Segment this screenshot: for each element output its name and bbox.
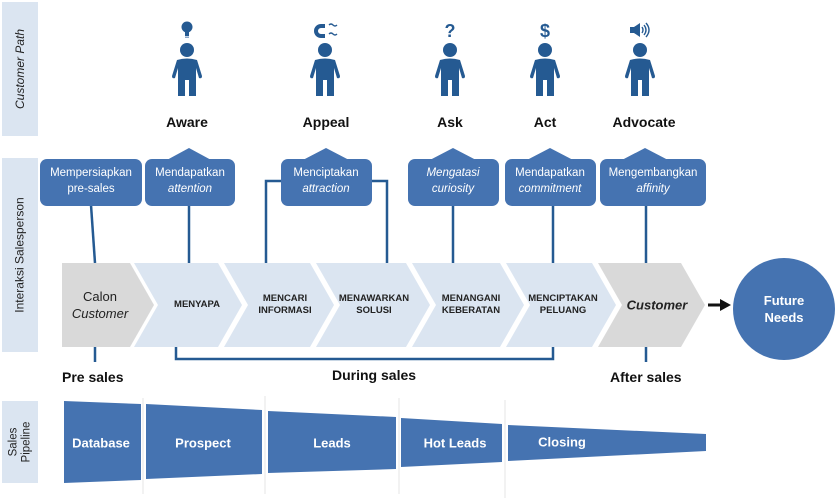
chevron-menyapa-line1: MENYAPA (174, 299, 220, 310)
callout-curiosity: Mengatasi curiosity (426, 165, 479, 197)
callout-affinity: Mengembangkan affinity (609, 165, 698, 197)
dollar-icon: $ (539, 21, 550, 41)
callout-curiosity-box (408, 159, 499, 206)
stage-label-act: Act (533, 114, 557, 130)
chevron-mencari-line2: INFORMASI (258, 305, 312, 316)
funnel-prospect (146, 404, 262, 479)
chevron-text-menyapa: MENYAPA (174, 299, 220, 311)
chevron-calon-line1: Calon (83, 289, 117, 304)
callout-commitment: Mendapatkan commitment (515, 165, 585, 197)
callout-curiosity-line1: Mengatasi (426, 167, 480, 179)
chevron-menciptakan-peluang (506, 263, 616, 347)
person-icon (435, 43, 465, 96)
chevron-menawarkan-line2: SOLUSI (356, 305, 392, 316)
connector-attraction-left (264, 179, 283, 263)
stage-label-ask: Ask (437, 114, 463, 130)
connector-presales (89, 204, 97, 264)
callout-attention-box (145, 159, 235, 206)
stage-label-appeal: Appeal (302, 114, 350, 130)
funnel-hot-leads (401, 418, 502, 467)
stage-label-advocate: Advocate (612, 114, 676, 130)
funnel-closing (508, 425, 706, 461)
customer-stage-appeal (305, 20, 345, 98)
stage-label-aware: Aware (166, 114, 208, 130)
chevron-calon-line2: Customer (71, 306, 129, 321)
callout-presales-box (40, 159, 142, 206)
customer-path-side-label: Customer Path (2, 2, 38, 136)
chevron-mencari-line1: MENCARI (262, 293, 308, 304)
funnel-label-leads: Leads (313, 435, 351, 451)
chevron-menawarkan-line1: MENAWARKAN (338, 293, 410, 304)
funnel-label-database: Database (72, 435, 130, 451)
magnet-icon (305, 20, 345, 42)
callout-attraction-pointer (301, 148, 351, 161)
callout-presales: Mempersiapkan pre-sales (50, 165, 132, 197)
callout-attraction-line1: Menciptakan (293, 167, 359, 179)
chevron-customer (598, 263, 705, 347)
chevron-calon-customer (62, 263, 154, 347)
callout-presales-line2: pre-sales (67, 183, 115, 195)
callout-commitment-line1: Mendapatkan (515, 167, 585, 179)
person-icon (625, 43, 655, 96)
callout-affinity-pointer (620, 148, 670, 161)
person-icon (172, 43, 202, 96)
interaksi-salesperson-side-label: Interaksi Salesperson (2, 158, 38, 352)
callout-commitment-line2: commitment (518, 183, 582, 195)
funnel-label-prospect: Prospect (175, 435, 231, 451)
person-icon (310, 43, 340, 96)
chevron-menciptakan-line2: PELUANG (539, 305, 587, 316)
phase-pre-sales: Pre sales (62, 369, 124, 385)
callout-presales-line1: Mempersiapkan (50, 167, 132, 179)
customer-stage-advocate (620, 20, 660, 98)
chevron-menciptakan-line1: MENCIPTAKAN (528, 293, 598, 304)
chevron-customer-line1: Customer (626, 297, 688, 313)
arrow-head-icon (720, 299, 731, 311)
funnel-label-hot-leads: Hot Leads (423, 435, 487, 451)
phase-during-sales: During sales (332, 367, 417, 383)
customer-stage-aware (167, 20, 207, 98)
funnel-database (64, 401, 141, 483)
question-mark-icon: ? (444, 21, 456, 41)
future-needs-line1: Future (763, 293, 805, 308)
callout-attention: Mendapatkan attention (155, 165, 225, 197)
callout-affinity-line1: Mengembangkan (608, 167, 698, 179)
chevron-mencari-informasi (224, 263, 334, 347)
during-sales-bracket (174, 347, 555, 361)
customer-stage-act: $ (525, 20, 565, 98)
chevron-menangani-line1: MENANGANI (441, 293, 501, 304)
callout-attraction-line2: attraction (302, 183, 350, 195)
lightbulb-icon (167, 20, 207, 42)
callout-attraction: Menciptakan attraction (293, 165, 358, 197)
person-icon (530, 43, 560, 96)
callout-affinity-box (600, 159, 706, 206)
chevron-text-calon-customer: Calon Customer (72, 288, 128, 322)
connector-attraction-right (370, 179, 389, 263)
chevron-menawarkan-solusi (316, 263, 430, 347)
chevron-text-customer: Customer (627, 297, 688, 314)
chevron-text-menangani-keberatan: MENANGANI KEBERATAN (442, 293, 501, 317)
chevron-text-mencari-informasi: MENCARI INFORMASI (258, 293, 311, 317)
callout-curiosity-line2: curiosity (431, 183, 475, 195)
chevron-menangani-keberatan (412, 263, 524, 347)
callout-attraction-box (281, 159, 372, 206)
megaphone-speaker-icon (620, 20, 660, 42)
chevron-text-menciptakan-peluang: MENCIPTAKAN PELUANG (528, 293, 598, 317)
chevron-menyapa (134, 263, 242, 347)
callout-attention-line1: Mendapatkan (155, 167, 225, 179)
future-needs-circle: Future Needs (733, 258, 835, 360)
callout-commitment-pointer (525, 148, 575, 161)
callout-attention-pointer (165, 148, 213, 161)
funnel-leads (268, 411, 396, 473)
callout-commitment-box (505, 159, 596, 206)
customer-stage-ask: ? (430, 20, 470, 98)
chevron-menangani-line2: KEBERATAN (441, 305, 501, 316)
phase-after-sales: After sales (610, 369, 682, 385)
callout-curiosity-pointer (428, 148, 478, 161)
funnel-label-closing: Closing (538, 434, 586, 450)
chevron-text-menawarkan-solusi: MENAWARKAN SOLUSI (339, 293, 409, 317)
callout-affinity-line2: affinity (636, 183, 670, 195)
callout-attention-line2: attention (167, 183, 213, 195)
future-needs-line2: Needs (764, 310, 804, 325)
